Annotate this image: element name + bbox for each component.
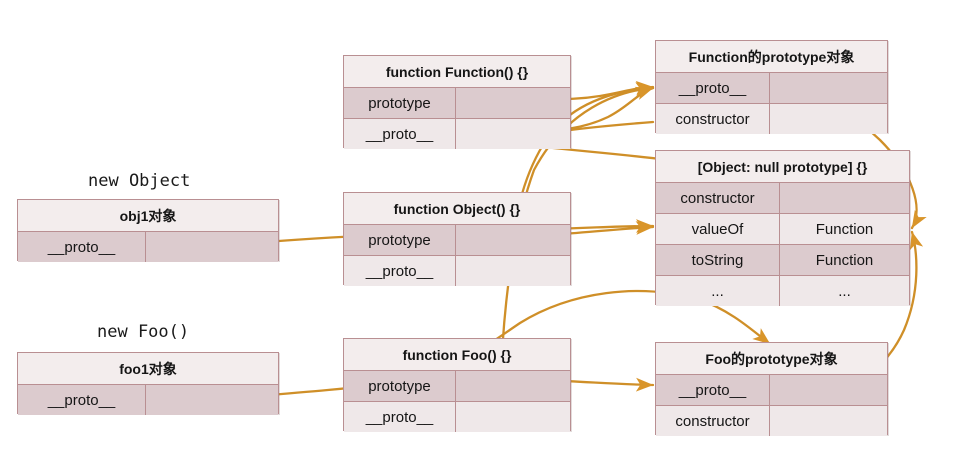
box-foo1-header: foo1对象 (18, 353, 278, 384)
cell-value (456, 371, 570, 401)
row-objectnull-valueof: valueOf Function (656, 213, 909, 244)
box-foo-prototype: Foo的prototype对象 __proto__ constructor (655, 342, 888, 436)
row-foo1-proto: __proto__ (18, 384, 278, 415)
cell-key: __proto__ (656, 73, 770, 103)
box-object-null-prototype-header: [Object: null prototype] {} (656, 151, 909, 182)
cell-value (770, 104, 887, 134)
row-function-function-proto: __proto__ (344, 118, 570, 149)
box-foo1: foo1对象 __proto__ (17, 352, 279, 415)
row-objectnull-constructor: constructor (656, 182, 909, 213)
cell-key: prototype (344, 225, 456, 255)
cell-value (456, 119, 570, 149)
box-function-foo: function Foo() {} prototype __proto__ (343, 338, 571, 432)
cell-value: Function (780, 245, 909, 275)
box-function-object-header: function Object() {} (344, 193, 570, 224)
row-function-function-prototype: prototype (344, 87, 570, 118)
cell-key: constructor (656, 406, 770, 436)
cell-value (780, 183, 909, 213)
box-obj1-header: obj1对象 (18, 200, 278, 231)
cell-value (456, 256, 570, 286)
cell-key: __proto__ (344, 256, 456, 286)
row-function-object-proto: __proto__ (344, 255, 570, 286)
cell-value (770, 73, 887, 103)
cell-value: ... (780, 276, 909, 306)
box-function-prototype: Function的prototype对象 __proto__ construct… (655, 40, 888, 134)
cell-value (770, 375, 887, 405)
cell-key: constructor (656, 104, 770, 134)
box-function-function-header: function Function() {} (344, 56, 570, 87)
cell-value: Function (780, 214, 909, 244)
box-obj1: obj1对象 __proto__ (17, 199, 279, 262)
row-objectnull-tostring: toString Function (656, 244, 909, 275)
row-objectnull-ellipsis: ... ... (656, 275, 909, 306)
cell-key: __proto__ (18, 385, 146, 415)
cell-key: valueOf (656, 214, 780, 244)
row-obj1-proto: __proto__ (18, 231, 278, 262)
cell-key: prototype (344, 371, 456, 401)
row-function-object-prototype: prototype (344, 224, 570, 255)
cell-value (146, 385, 278, 415)
caption-new-foo: new Foo() (97, 322, 190, 342)
box-function-function: function Function() {} prototype __proto… (343, 55, 571, 149)
cell-key: __proto__ (18, 232, 146, 262)
row-foo-prototype-constructor: constructor (656, 405, 887, 436)
row-function-foo-prototype: prototype (344, 370, 570, 401)
cell-value (146, 232, 278, 262)
box-function-prototype-header: Function的prototype对象 (656, 41, 887, 72)
caption-new-object: new Object (88, 171, 191, 191)
row-function-prototype-constructor: constructor (656, 103, 887, 134)
row-foo-prototype-proto: __proto__ (656, 374, 887, 405)
cell-key: __proto__ (656, 375, 770, 405)
box-foo-prototype-header: Foo的prototype对象 (656, 343, 887, 374)
row-function-prototype-proto: __proto__ (656, 72, 887, 103)
cell-key: __proto__ (344, 119, 456, 149)
box-function-object: function Object() {} prototype __proto__ (343, 192, 571, 286)
box-object-null-prototype: [Object: null prototype] {} constructor … (655, 150, 910, 306)
cell-value (456, 402, 570, 432)
cell-key: prototype (344, 88, 456, 118)
cell-key: toString (656, 245, 780, 275)
cell-value (456, 225, 570, 255)
cell-key: __proto__ (344, 402, 456, 432)
cell-key: constructor (656, 183, 780, 213)
cell-value (770, 406, 887, 436)
row-function-foo-proto: __proto__ (344, 401, 570, 432)
cell-key: ... (656, 276, 780, 306)
cell-value (456, 88, 570, 118)
box-function-foo-header: function Foo() {} (344, 339, 570, 370)
